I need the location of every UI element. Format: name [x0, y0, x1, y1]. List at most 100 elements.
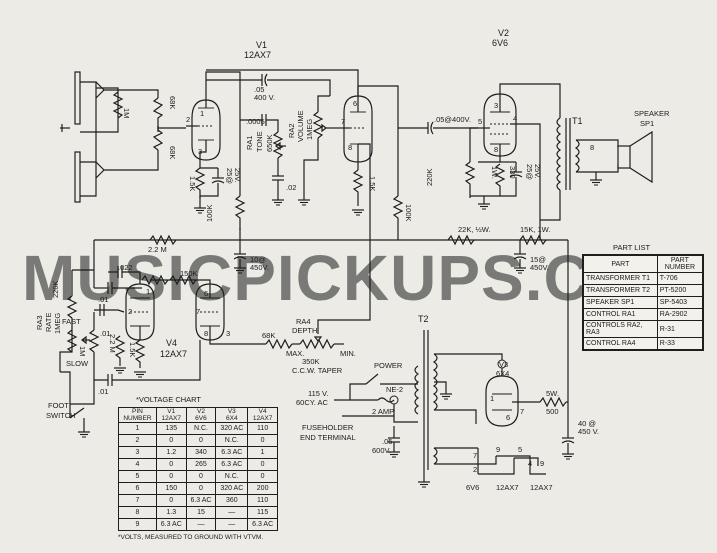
pin-v1-1: 1	[200, 109, 204, 118]
voltage-chart-value: 135	[155, 422, 187, 435]
voltage-chart-value: N.C.	[185, 422, 217, 435]
voltage-chart-title: *VOLTAGE CHART	[136, 395, 202, 404]
label-25-25v-b: 25V.	[233, 168, 242, 183]
label-max: MAX.	[286, 349, 304, 358]
label-ra3: RA3	[35, 315, 44, 330]
tube-v1	[186, 80, 221, 161]
pin-v1-6: 6	[353, 99, 357, 108]
label-ra3-rate: RATE	[44, 313, 53, 332]
label-end-terminal: END TERMINAL	[300, 433, 356, 442]
voltage-chart-value: 6.3 AC	[155, 518, 187, 531]
v1-type: 12AX7	[244, 50, 271, 60]
pin-v4-6: 6	[204, 289, 208, 298]
label-2amp: 2 AMP	[372, 407, 394, 416]
parts-list-header-row: PART PART NUMBER	[583, 255, 704, 273]
voltage-chart-value: 115	[247, 506, 278, 519]
v2-cathode-network	[464, 127, 523, 210]
label-foot: FOOT	[48, 401, 69, 410]
label-25-25v-a: 25@	[225, 168, 234, 184]
pin-v3-6: 6	[506, 413, 510, 422]
label-150k: 150K	[180, 269, 198, 278]
parts-list-part: TRANSFORMER T2	[583, 284, 658, 297]
voltage-chart-col-header-line: PIN	[132, 408, 143, 415]
v1-ref: V1	[256, 40, 267, 50]
parts-list-part: CONTROLS RA2, RA3	[583, 320, 658, 338]
v3-ref: V3	[499, 360, 508, 369]
voltage-chart-pin: 2	[118, 434, 157, 447]
label-68k-b: 68K	[168, 146, 177, 159]
voltage-chart-pin: 4	[118, 458, 157, 471]
power-transformer-t2	[414, 330, 503, 488]
pin-h-9b: 9	[540, 459, 544, 468]
speaker-label: SPEAKER	[634, 109, 670, 118]
parts-col-part: PART	[583, 255, 658, 273]
voltage-chart-note: *VOLTS, MEASURED TO GROUND WITH VTVM.	[118, 534, 264, 541]
label-ne2: NE-2	[386, 385, 403, 394]
speaker-icon	[617, 130, 653, 184]
voltage-chart-pin: 6	[118, 482, 157, 495]
t1-label: T1	[572, 116, 583, 126]
parts-list-title: PART LIST	[613, 243, 651, 252]
voltage-chart-col-header-line: 12AX7	[252, 415, 273, 422]
pin-h-5: 5	[518, 445, 522, 454]
label-slow: SLOW	[66, 359, 89, 368]
pin-v2-3: 3	[494, 101, 498, 110]
parts-list-part: CONTROL RA4	[583, 337, 658, 350]
label-fuseholder: FUSEHOLDER	[302, 423, 354, 432]
label-12ax7-heater-a: 12AX7	[496, 483, 519, 492]
voltage-chart-value: 0	[185, 482, 217, 495]
voltage-chart-value: 0	[155, 458, 187, 471]
pin-v3-7: 7	[520, 407, 524, 416]
label-022: .022	[118, 263, 133, 272]
voltage-chart-value: 0	[155, 470, 187, 483]
voltage-chart-value: —	[185, 518, 217, 531]
label-switch: SWITCH	[46, 411, 76, 420]
voltage-chart-pin: 3	[118, 446, 157, 459]
label-68k-a: 68K	[168, 96, 177, 109]
label-15k: 15K, 1W.	[520, 225, 550, 234]
label-01-c: .01	[98, 387, 108, 396]
label-fast: FAST	[62, 317, 81, 326]
label-ra2: RA2	[287, 123, 296, 138]
ac-line-input	[334, 373, 418, 458]
voltage-chart-pin: 1	[118, 422, 157, 435]
pin-v2-8: 8	[494, 145, 498, 154]
pin-v4-2: 2	[128, 307, 132, 316]
label-15at: 15@	[530, 255, 546, 264]
v1b-cathode	[351, 169, 365, 216]
voltage-chart-value: 1.2	[155, 446, 187, 459]
parts-list-part: SPEAKER SP1	[583, 296, 658, 309]
voltage-chart-col-header-line: 6X4	[226, 415, 238, 422]
label-100k-b: 100K	[404, 204, 413, 222]
voltage-chart-value: 200	[247, 482, 278, 495]
voltage-chart-value: 6.3 AC	[185, 494, 217, 507]
voltage-chart-value: 0	[155, 494, 187, 507]
voltage-chart-value: 150	[155, 482, 187, 495]
pin-h-2: 2	[473, 465, 477, 474]
output-transformer-t1	[540, 117, 619, 221]
label-02: .02	[286, 183, 296, 192]
label-1m-b: 1M	[78, 346, 87, 356]
label-ra1: RA1	[245, 135, 254, 150]
voltage-chart-value: 1	[247, 446, 278, 459]
voltage-chart-value: —	[215, 506, 249, 519]
pin-v2-4: 4	[513, 114, 517, 123]
label-01-b: .01	[100, 329, 110, 338]
label-10-450v: 450V.	[250, 263, 269, 272]
tone-control-ra1	[240, 114, 286, 206]
voltage-chart-value: 0	[247, 458, 278, 471]
label-0005: .0005	[246, 117, 265, 126]
pin-v1-7: 7	[341, 117, 345, 126]
pin-v4-8: 8	[204, 329, 208, 338]
